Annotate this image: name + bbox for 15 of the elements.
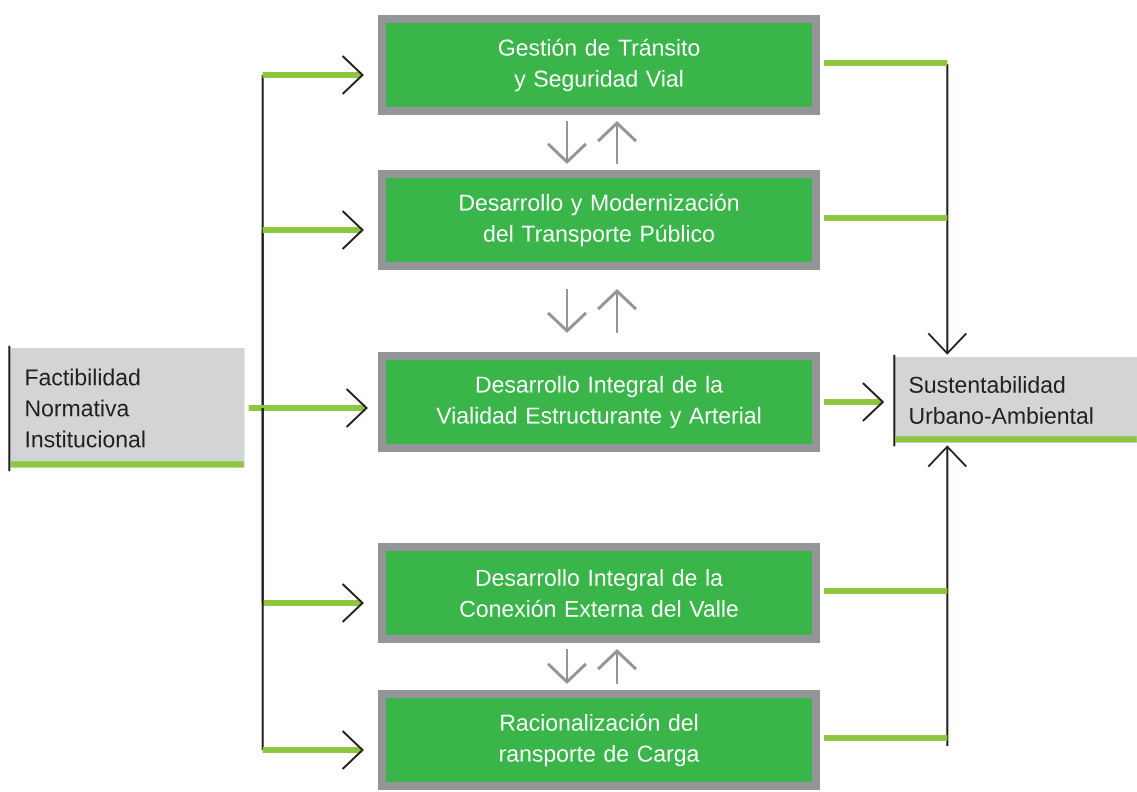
process-box: Gestión de Tránsito y Seguridad Vial [378,15,820,115]
process-box: Racionalización del ransporte de Carga [378,690,820,790]
connector-line [824,735,948,741]
connector-line [824,588,948,594]
arrow [927,445,968,747]
label-box: Sustentabilidad Urbano-Ambiental [893,353,1137,448]
arrow [927,63,968,355]
connector-line [824,60,948,66]
arrow [248,388,368,428]
process-box: Desarrollo Integral de la Conexión Externa del Valle [378,543,820,643]
process-box: Desarrollo y Modernización del Transporte Público [378,170,820,270]
process-box: Desarrollo Integral de la Vialidad Estructurante y Arterial [378,352,820,452]
label-box: Factibilidad Normativa Institucional [8,344,245,473]
connector-line [824,215,948,221]
arrow [261,407,364,770]
